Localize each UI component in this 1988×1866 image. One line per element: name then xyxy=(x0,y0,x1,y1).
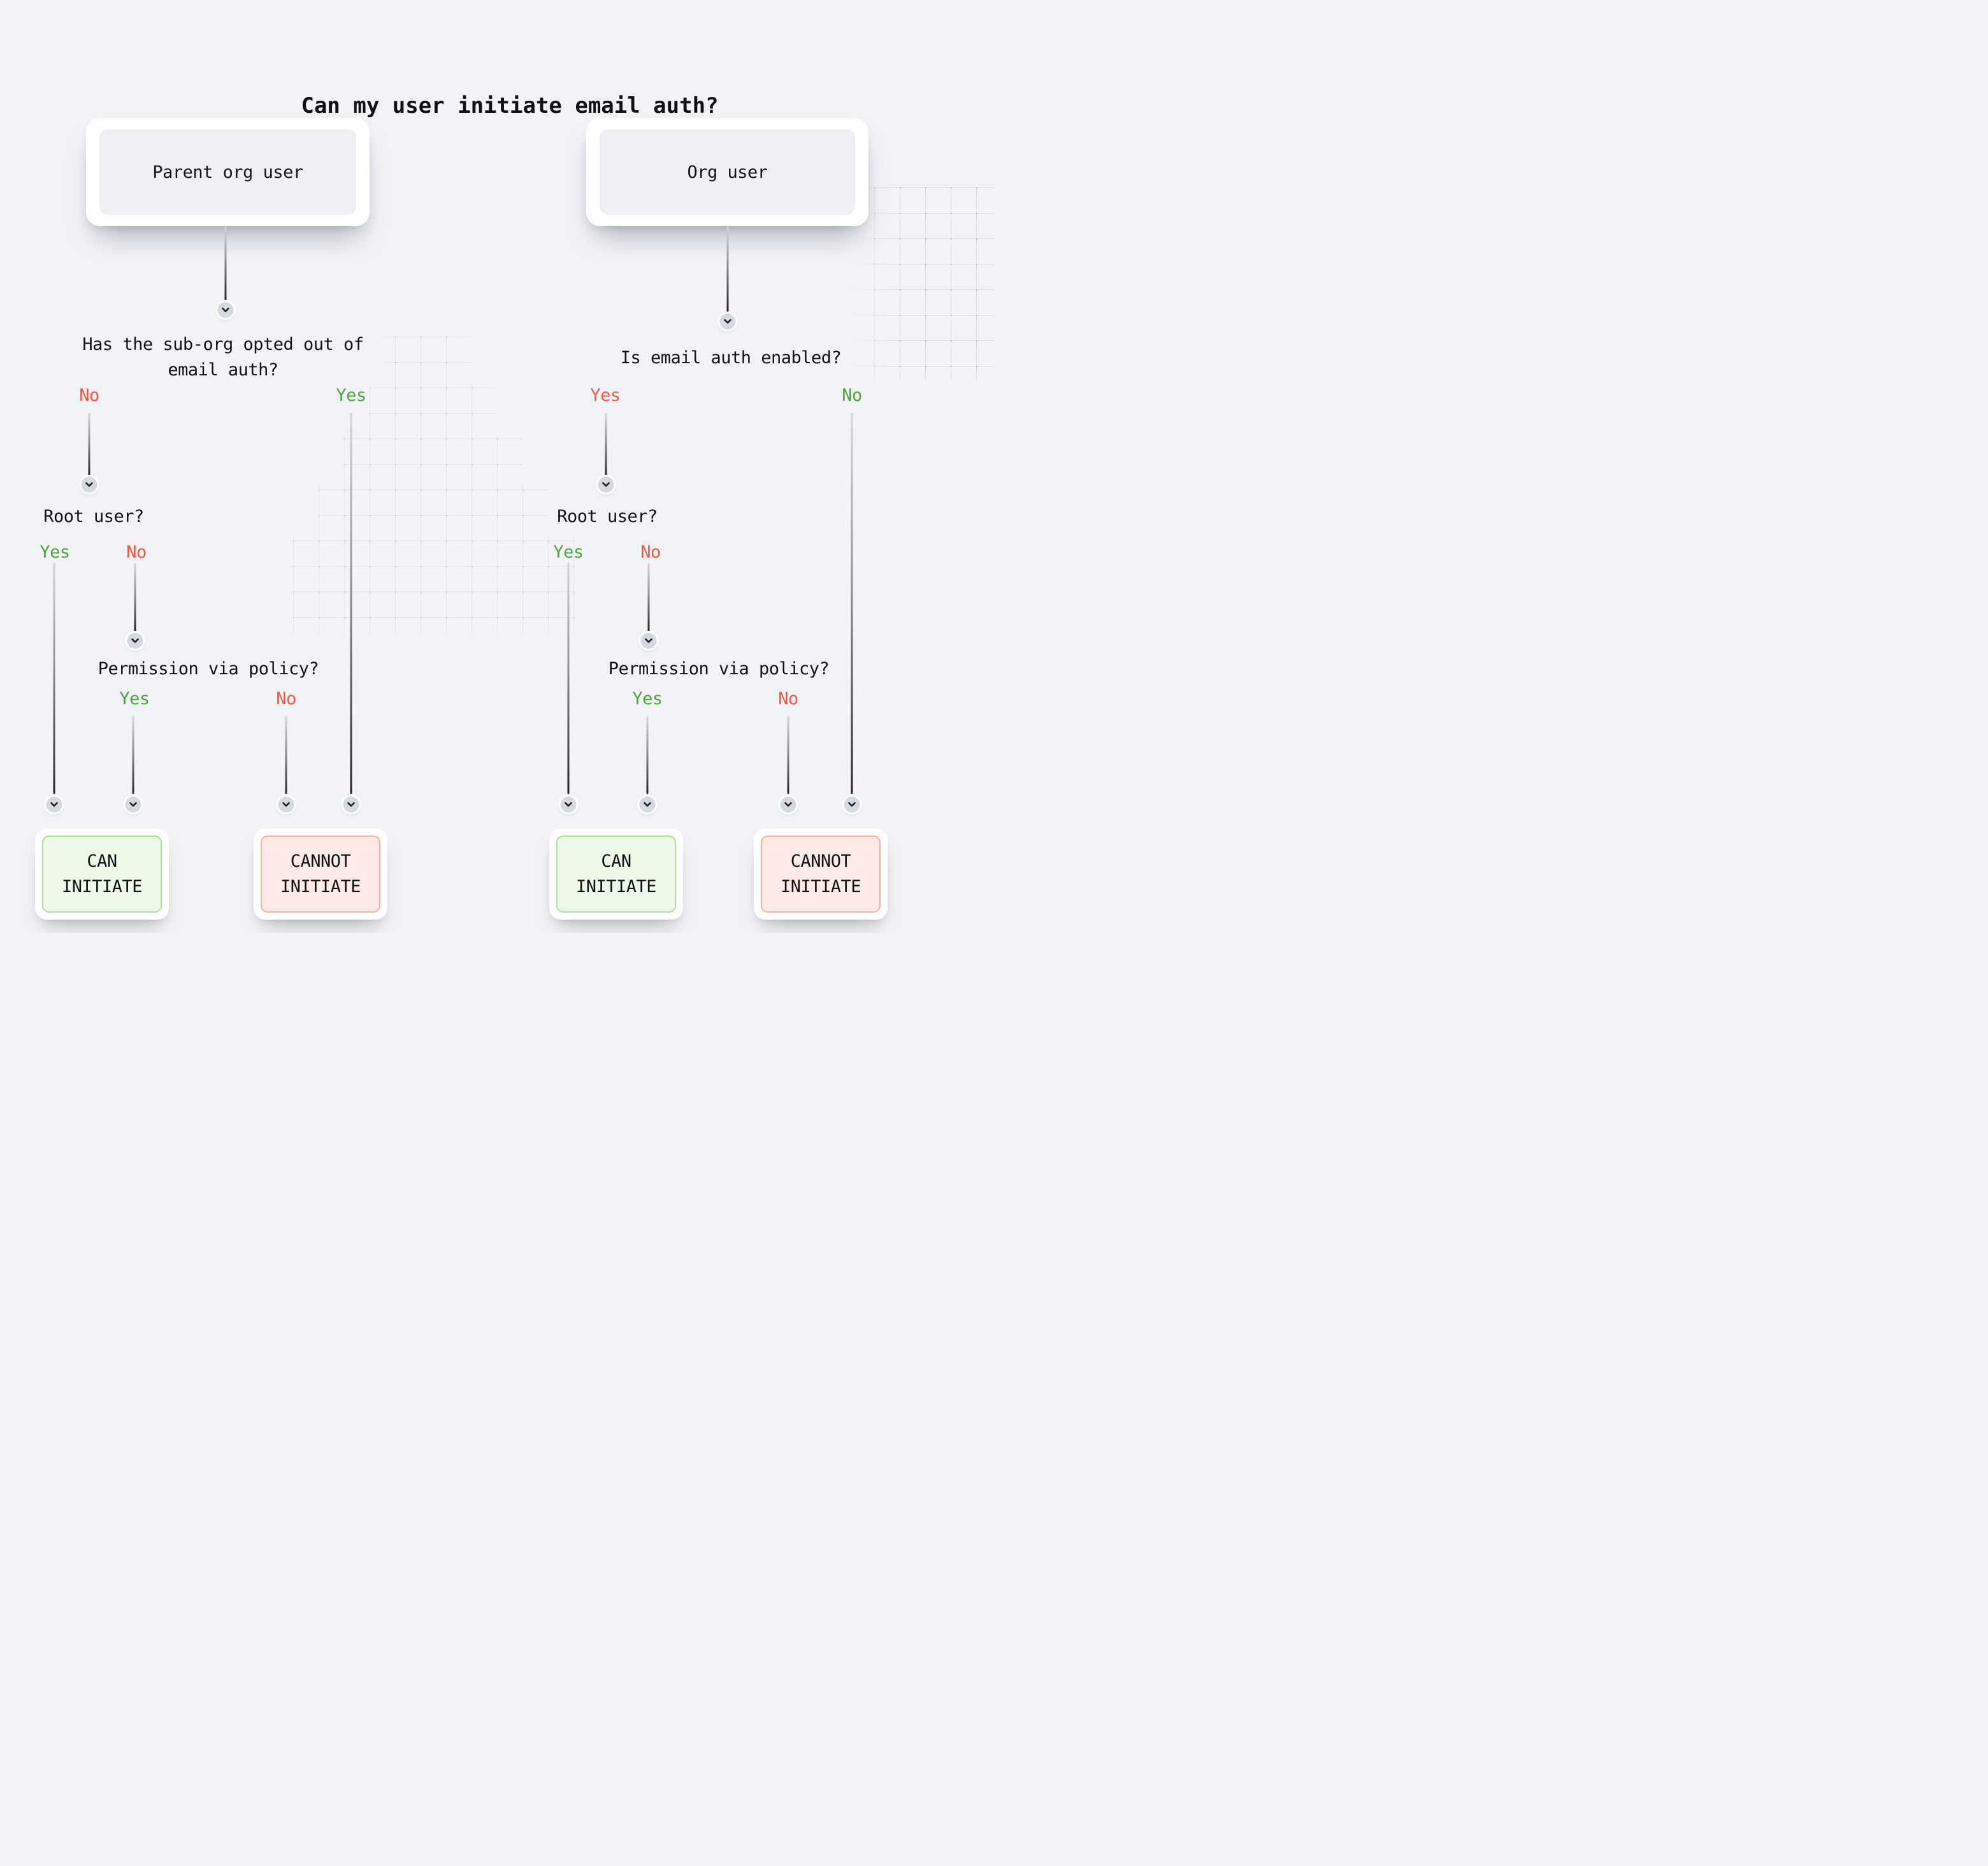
chevron-down-icon xyxy=(848,802,856,807)
question-permission-policy-left: Permission via policy? xyxy=(97,659,319,679)
outcome-can-initiate-label: CAN INITIATE xyxy=(42,835,162,913)
connector-parent-to-q1 xyxy=(224,226,227,300)
chevron-down-icon xyxy=(129,802,137,807)
parent-org-user-node: Parent org user xyxy=(86,118,370,226)
connector-node-parent-q1 xyxy=(217,302,234,318)
connector-node-q3-no xyxy=(780,797,796,813)
connector-node-q2-yes xyxy=(560,797,577,813)
connector-node-q1-no xyxy=(81,477,97,493)
outcome-cannot-initiate-label: CANNOT INITIATE xyxy=(761,835,881,913)
outcome-can-initiate-left: CAN INITIATE xyxy=(35,828,169,920)
chevron-down-icon xyxy=(131,638,139,643)
connector-node-q1-no xyxy=(844,797,860,813)
answer-label-yes: Yes xyxy=(632,689,663,709)
answer-label-yes: Yes xyxy=(553,542,584,562)
connector-node-q1-yes xyxy=(343,797,359,813)
chevron-down-icon xyxy=(784,802,792,807)
decision-tree-diagram: Can my user initiate email auth? Parent … xyxy=(0,0,994,933)
question-email-auth-enabled: Is email auth enabled? xyxy=(620,348,842,368)
connector-q1-yes-to-cannot xyxy=(350,413,352,794)
answer-label-no: No xyxy=(640,542,661,562)
connector-q3-no-to-cannot xyxy=(787,716,789,794)
chevron-down-icon xyxy=(222,307,229,312)
page-title: Can my user initiate email auth? xyxy=(301,93,719,119)
connector-q2-no-to-q3 xyxy=(134,563,136,632)
background-grid-pattern-top-right xyxy=(849,187,994,381)
connector-node-q2-no xyxy=(640,633,657,649)
chevron-down-icon xyxy=(282,802,290,807)
chevron-down-icon xyxy=(565,802,572,807)
outcome-can-initiate-label: CAN INITIATE xyxy=(556,835,676,913)
connector-q3-yes-to-can xyxy=(646,716,649,794)
connector-q2-yes-to-can xyxy=(567,563,570,794)
question-sub-org-opted-out: Has the sub-org opted out of email auth? xyxy=(82,335,364,380)
connector-node-org-q1 xyxy=(719,314,736,329)
connector-node-q3-yes xyxy=(639,797,656,813)
connector-node-q2-yes xyxy=(46,797,62,813)
answer-label-no: No xyxy=(79,386,99,405)
answer-label-no: No xyxy=(778,689,798,709)
connector-q3-no-to-cannot xyxy=(285,716,287,794)
connector-q1-no-to-q2 xyxy=(88,413,90,475)
answer-label-no: No xyxy=(276,689,296,709)
connector-q1-yes-to-q2 xyxy=(605,413,607,475)
connector-org-to-q1 xyxy=(726,226,729,312)
answer-label-no: No xyxy=(842,386,862,405)
outcome-cannot-initiate-left: CANNOT INITIATE xyxy=(254,828,387,920)
chevron-down-icon xyxy=(85,482,93,487)
connector-node-q1-yes xyxy=(598,477,614,493)
chevron-down-icon xyxy=(645,638,652,643)
connector-node-q2-no xyxy=(127,633,143,649)
chevron-down-icon xyxy=(602,482,610,487)
question-permission-policy-right: Permission via policy? xyxy=(608,659,830,679)
question-root-user-left: Root user? xyxy=(43,507,144,526)
outcome-cannot-initiate-label: CANNOT INITIATE xyxy=(261,835,380,913)
parent-org-user-label: Parent org user xyxy=(99,129,356,215)
connector-q1-no-to-cannot xyxy=(851,413,853,794)
outcome-cannot-initiate-right: CANNOT INITIATE xyxy=(754,828,888,920)
connector-node-q3-no xyxy=(278,797,294,813)
question-root-user-right: Root user? xyxy=(557,507,658,526)
chevron-down-icon xyxy=(724,319,731,324)
chevron-down-icon xyxy=(644,802,651,807)
connector-q3-yes-to-can xyxy=(132,716,134,794)
org-user-label: Org user xyxy=(600,129,855,215)
connector-q2-no-to-q3 xyxy=(647,563,650,632)
org-user-node: Org user xyxy=(586,118,868,226)
connector-q2-yes-to-can xyxy=(53,563,55,794)
connector-node-q3-yes xyxy=(125,797,141,813)
answer-label-no: No xyxy=(126,542,147,562)
answer-label-yes: Yes xyxy=(40,542,70,562)
chevron-down-icon xyxy=(347,802,355,807)
answer-label-yes: Yes xyxy=(590,386,621,405)
outcome-can-initiate-right: CAN INITIATE xyxy=(549,828,683,920)
answer-label-yes: Yes xyxy=(119,689,150,709)
answer-label-yes: Yes xyxy=(336,386,366,405)
chevron-down-icon xyxy=(50,802,58,807)
